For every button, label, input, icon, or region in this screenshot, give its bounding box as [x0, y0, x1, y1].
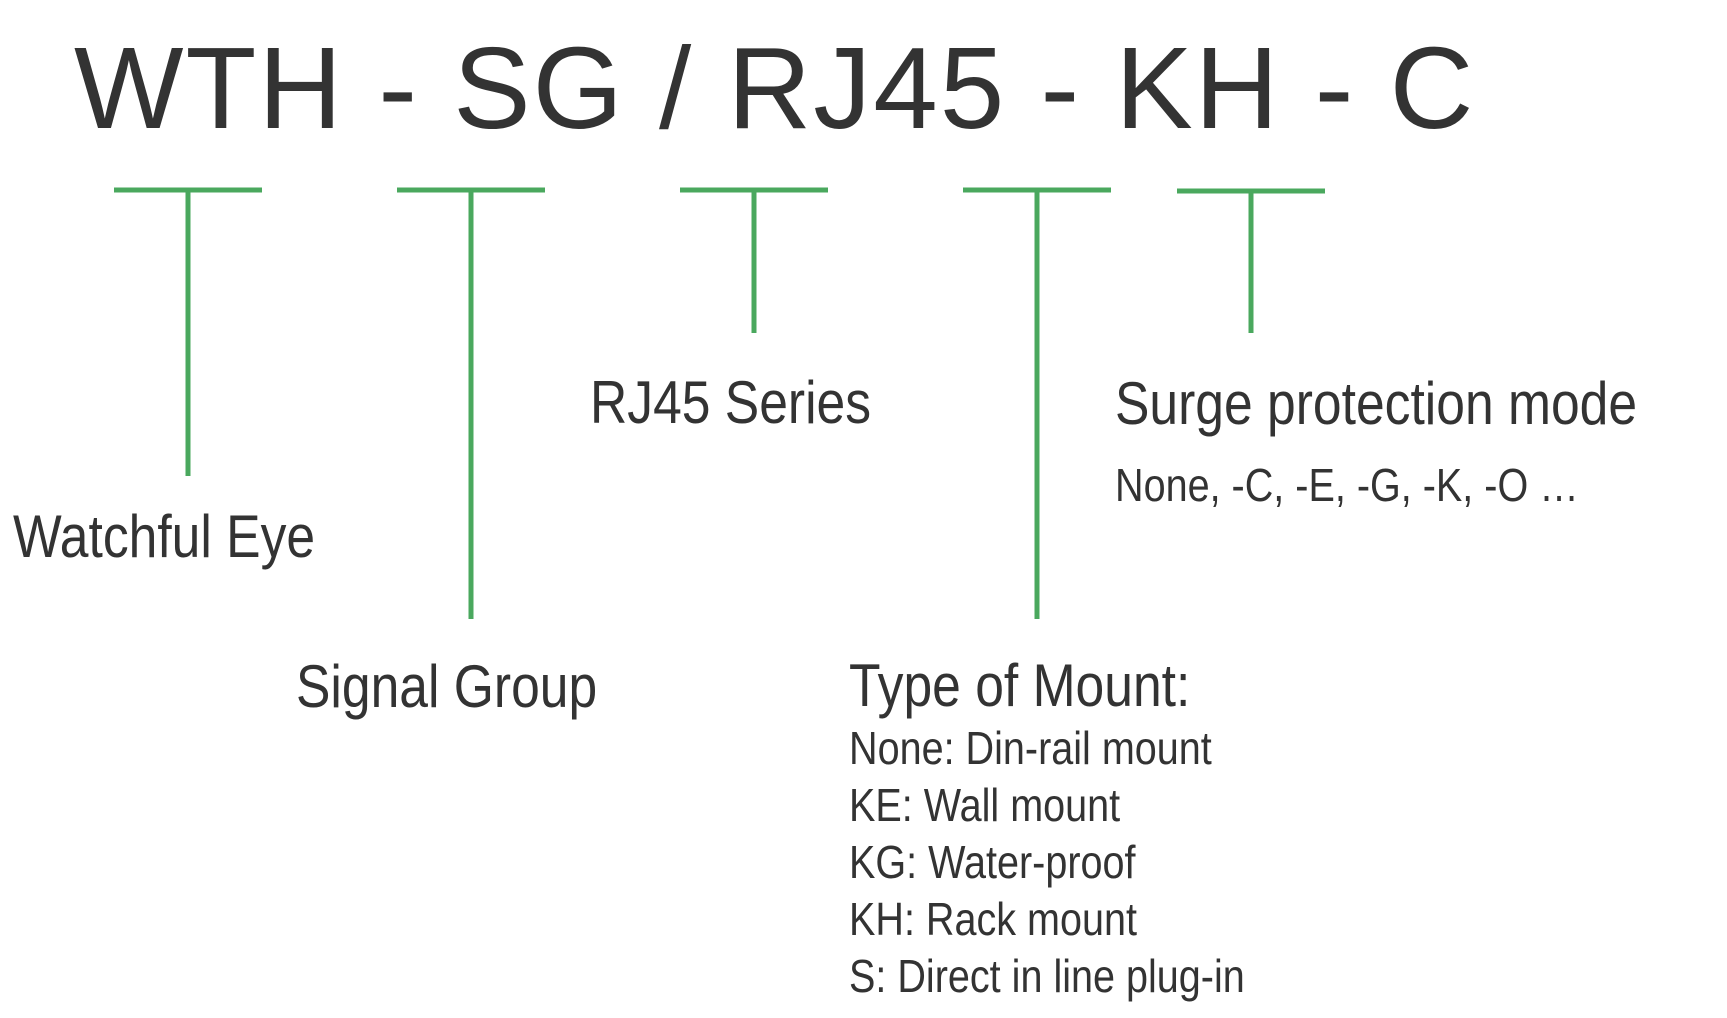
mount-option-water-proof: KG: Water-proof — [849, 836, 1136, 888]
mount-option-rack: KH: Rack mount — [849, 893, 1138, 945]
connector-surge-mode — [1177, 188, 1325, 333]
label-watchful-eye: Watchful Eye — [13, 503, 316, 570]
connector-watchful-eye — [114, 187, 262, 476]
label-signal-group: Signal Group — [296, 653, 598, 720]
mount-options-list: None: Din-rail mount KE: Wall mount KG: … — [849, 720, 1309, 1005]
connector-type-of-mount — [963, 187, 1111, 619]
label-surge-protection-options: None, -C, -E, -G, -K, -O … — [1115, 459, 1579, 511]
mount-option-wall: KE: Wall mount — [849, 779, 1121, 831]
model-code-title: WTH - SG / RJ45 - KH - C — [74, 23, 1476, 153]
label-type-of-mount-title: Type of Mount: — [849, 652, 1191, 719]
mount-option-din-rail: None: Din-rail mount — [849, 722, 1212, 774]
label-surge-protection-title: Surge protection mode — [1115, 370, 1638, 437]
connector-signal-group — [397, 187, 545, 619]
connector-rj45-series — [680, 187, 828, 333]
label-rj45-series: RJ45 Series — [590, 369, 872, 436]
mount-option-direct-plug-in: S: Direct in line plug-in — [849, 950, 1245, 1002]
